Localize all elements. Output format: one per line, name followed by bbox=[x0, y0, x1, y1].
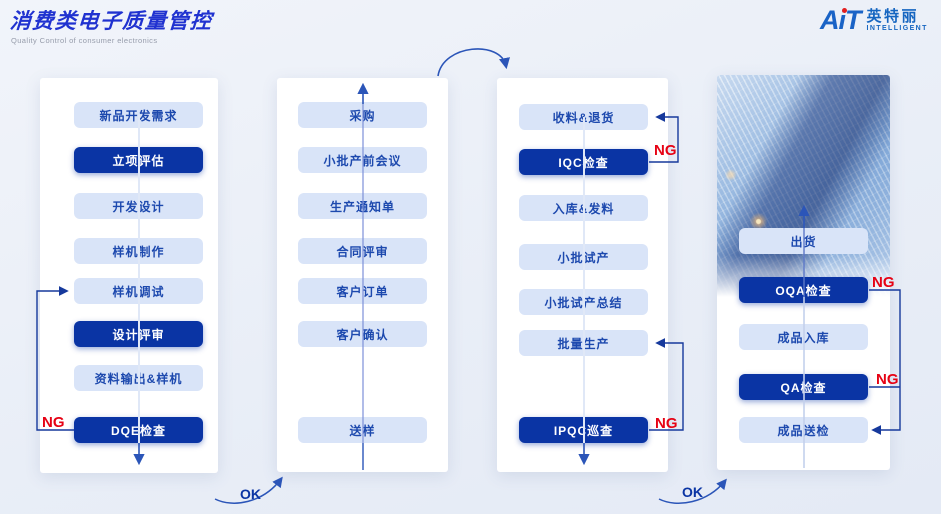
logo-wordmark: AiT bbox=[820, 5, 861, 35]
ok-arc-2 bbox=[658, 478, 727, 504]
ipqc-ng-loop-arrow bbox=[649, 338, 684, 431]
logo-name-en: INTELLIGENT bbox=[866, 24, 928, 32]
page-subtitle: Quality Control of consumer electronics bbox=[11, 36, 158, 45]
ng-label-iqc: NG bbox=[654, 142, 677, 159]
ng-label-qa: NG bbox=[876, 371, 899, 388]
ng-label-dqe: NG bbox=[42, 414, 65, 431]
ok-label-left: OK bbox=[240, 486, 261, 502]
ng-label-oqa: NG bbox=[872, 274, 895, 291]
dqe-ng-loop-arrow bbox=[36, 286, 74, 431]
oqa-qa-ng-loop-arrow bbox=[869, 289, 901, 435]
logo-name-cn: 英特丽 bbox=[866, 7, 920, 25]
ok-label-right: OK bbox=[682, 484, 703, 500]
company-logo: AiT 英特丽 INTELLIGENT bbox=[820, 7, 928, 34]
logo-red-dot bbox=[842, 8, 847, 13]
iqc-ng-loop-arrow bbox=[649, 112, 679, 163]
ng-label-ipqc: NG bbox=[655, 415, 678, 432]
ok-arc-1 bbox=[214, 476, 283, 504]
top-arc-arrow bbox=[437, 48, 510, 77]
